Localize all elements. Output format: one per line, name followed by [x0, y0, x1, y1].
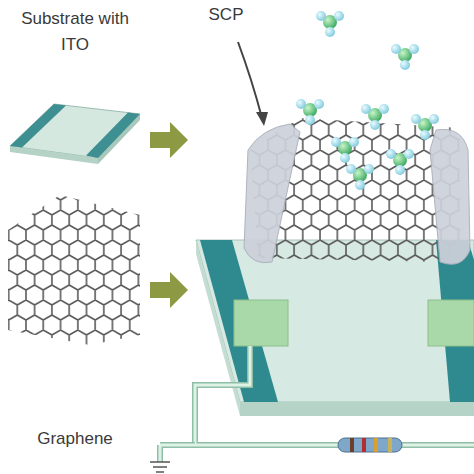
process-arrow	[150, 122, 188, 308]
scp-contact	[244, 124, 470, 264]
graphene-sheet	[8, 195, 140, 345]
part-label: SCP	[196, 2, 256, 28]
leader-arrow	[238, 42, 268, 126]
resistor-symbol	[338, 438, 402, 452]
part-label: Graphene	[10, 426, 140, 452]
device-substrate	[196, 240, 474, 416]
gas-molecule	[296, 11, 439, 190]
circuit-wire	[150, 346, 474, 472]
substrate-small	[10, 104, 140, 164]
part-label: Substrate with ITO	[5, 6, 145, 58]
